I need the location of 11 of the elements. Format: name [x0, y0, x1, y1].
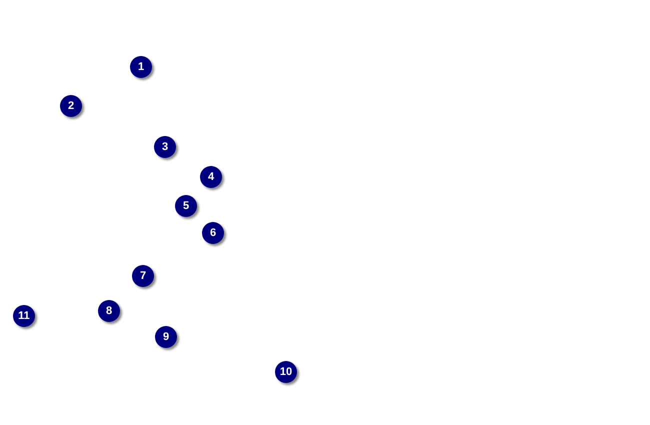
callout-number: 9 — [155, 326, 177, 348]
callout-number: 6 — [202, 222, 224, 244]
callout-number: 1 — [130, 56, 152, 78]
callout-number: 10 — [275, 361, 297, 383]
callout-number: 2 — [60, 95, 82, 117]
callout-number: 5 — [175, 195, 197, 217]
callout-number: 8 — [98, 300, 120, 322]
callout-number: 3 — [154, 136, 176, 158]
callout-number: 11 — [13, 305, 35, 327]
callout-number: 7 — [132, 265, 154, 287]
callout-number: 4 — [200, 166, 222, 188]
